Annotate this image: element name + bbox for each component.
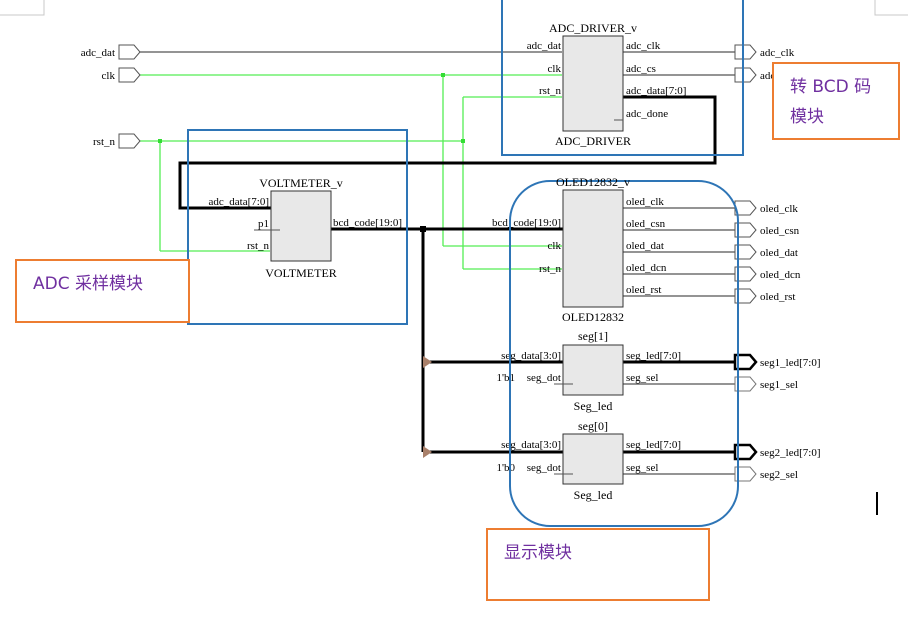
svg-text:Seg_led: Seg_led xyxy=(574,488,613,502)
svg-text:oled_csn: oled_csn xyxy=(760,225,800,237)
svg-text:ADC_DRIVER: ADC_DRIVER xyxy=(555,134,631,148)
output-port-oled-rst[interactable]: oled_rst xyxy=(734,288,795,304)
svg-text:ADC_DRIVER_v: ADC_DRIVER_v xyxy=(549,21,637,35)
input-port-rst-n[interactable]: rst_n xyxy=(93,133,141,149)
svg-text:VOLTMETER: VOLTMETER xyxy=(265,266,337,280)
bus-adc-data xyxy=(178,95,717,210)
block-voltmeter[interactable]: VOLTMETER_v adc_data[7:0] p1 rst_n bcd_c… xyxy=(209,176,403,280)
bus-ripper-icon xyxy=(423,356,432,368)
block-adc-driver[interactable]: ADC_DRIVER_v adc_dat clk rst_n adc_clk a… xyxy=(527,21,687,148)
junction-dot xyxy=(441,73,445,77)
output-port-oled-dcn[interactable]: oled_dcn xyxy=(734,266,801,282)
svg-text:oled_dat: oled_dat xyxy=(760,247,798,259)
svg-text:seg_sel: seg_sel xyxy=(626,462,658,474)
svg-text:oled_dcn: oled_dcn xyxy=(626,262,667,274)
block-oled12832[interactable]: bcd_code[19:0] clk rst_n oled_clk oled_c… xyxy=(492,189,667,324)
svg-text:adc_cs: adc_cs xyxy=(626,63,656,75)
junction-dot xyxy=(158,139,162,143)
svg-text:bcd_code[19:0]: bcd_code[19:0] xyxy=(492,217,561,229)
svg-text:adc_done: adc_done xyxy=(626,108,668,120)
svg-text:oled_rst: oled_rst xyxy=(760,291,795,303)
svg-text:oled_rst: oled_rst xyxy=(626,284,661,296)
svg-text:rst_n: rst_n xyxy=(539,85,562,97)
output-port-oled-clk[interactable]: oled_clk xyxy=(734,200,798,216)
svg-text:p1: p1 xyxy=(258,218,269,230)
svg-text:OLED12832: OLED12832 xyxy=(562,310,624,324)
block-seg0[interactable]: seg[0] seg_data[3:0] seg_dot 1'b0 seg_le… xyxy=(497,419,681,502)
output-port-seg1-led[interactable]: seg1_led[7:0] xyxy=(733,353,820,371)
svg-text:seg_led[7:0]: seg_led[7:0] xyxy=(626,350,681,362)
svg-text:rst_n: rst_n xyxy=(93,136,116,148)
svg-text:seg1_led[7:0]: seg1_led[7:0] xyxy=(760,357,820,369)
input-port-adc-dat[interactable]: adc_dat xyxy=(81,44,141,60)
svg-text:seg_dot: seg_dot xyxy=(527,372,561,384)
output-port-seg1-sel[interactable]: seg1_sel xyxy=(734,376,798,392)
svg-text:rst_n: rst_n xyxy=(247,240,270,252)
svg-text:Seg_led: Seg_led xyxy=(574,399,613,413)
net-rst-n xyxy=(140,96,562,270)
group-outline-voltmeter xyxy=(187,129,408,325)
note-display-module: 显示模块 xyxy=(486,528,710,601)
oled-type-label: OLED12832_v xyxy=(556,175,630,189)
junction-dot xyxy=(461,139,465,143)
svg-text:adc_dat: adc_dat xyxy=(527,40,561,52)
svg-text:seg_data[3:0]: seg_data[3:0] xyxy=(501,439,561,451)
output-port-seg2-sel[interactable]: seg2_sel xyxy=(734,466,798,482)
svg-text:oled_csn: oled_csn xyxy=(626,218,666,230)
group-outline-adc-driver xyxy=(501,0,744,156)
svg-text:seg_sel: seg_sel xyxy=(626,372,658,384)
svg-text:seg2_sel: seg2_sel xyxy=(760,469,798,481)
block-seg1[interactable]: seg[1] seg_data[3:0] seg_dot 1'b1 seg_le… xyxy=(497,329,681,413)
svg-text:clk: clk xyxy=(548,63,562,75)
svg-text:adc_clk: adc_clk xyxy=(760,47,795,59)
svg-text:1'b1: 1'b1 xyxy=(497,372,515,384)
group-outline-display xyxy=(509,180,739,527)
svg-text:seg2_led[7:0]: seg2_led[7:0] xyxy=(760,447,820,459)
output-port-oled-dat[interactable]: oled_dat xyxy=(734,244,798,260)
note-text: 模块 xyxy=(790,107,824,127)
svg-text:seg_led[7:0]: seg_led[7:0] xyxy=(626,439,681,451)
page-corner-mark xyxy=(874,0,908,16)
svg-text:seg_dot: seg_dot xyxy=(527,462,561,474)
svg-text:VOLTMETER_v: VOLTMETER_v xyxy=(259,176,343,190)
page-corner-mark xyxy=(0,0,45,16)
svg-text:seg_data[3:0]: seg_data[3:0] xyxy=(501,350,561,362)
junction-dot xyxy=(420,226,426,232)
svg-text:seg[1]: seg[1] xyxy=(578,329,608,343)
svg-text:adc_clk: adc_clk xyxy=(626,40,661,52)
svg-text:clk: clk xyxy=(548,240,562,252)
note-bcd-module: 转 BCD 码 模块 xyxy=(772,62,900,140)
svg-text:adc_data[7:0]: adc_data[7:0] xyxy=(626,85,686,97)
output-port-seg2-led[interactable]: seg2_led[7:0] xyxy=(733,443,820,461)
svg-text:clk: clk xyxy=(102,70,116,82)
svg-text:bcd_code[19:0]: bcd_code[19:0] xyxy=(333,217,402,229)
svg-text:oled_dcn: oled_dcn xyxy=(760,269,801,281)
svg-text:seg1_sel: seg1_sel xyxy=(760,379,798,391)
svg-text:adc_dat: adc_dat xyxy=(81,47,115,59)
svg-text:seg[0]: seg[0] xyxy=(578,419,608,433)
svg-text:adc_data[7:0]: adc_data[7:0] xyxy=(209,196,269,208)
net-oled-outputs xyxy=(614,207,735,297)
svg-text:rst_n: rst_n xyxy=(539,263,562,275)
svg-text:oled_clk: oled_clk xyxy=(760,203,798,215)
note-adc-module: ADC 采样模块 xyxy=(15,259,190,323)
note-text: 转 BCD 码 xyxy=(790,77,872,97)
svg-text:oled_dat: oled_dat xyxy=(626,240,664,252)
output-port-adc-clk[interactable]: adc_clk xyxy=(734,44,795,60)
output-port-oled-csn[interactable]: oled_csn xyxy=(734,222,800,238)
bus-ripper-icon xyxy=(423,446,432,458)
input-port-clk[interactable]: clk xyxy=(102,67,141,83)
svg-text:1'b0: 1'b0 xyxy=(497,462,516,474)
svg-text:oled_clk: oled_clk xyxy=(626,196,664,208)
